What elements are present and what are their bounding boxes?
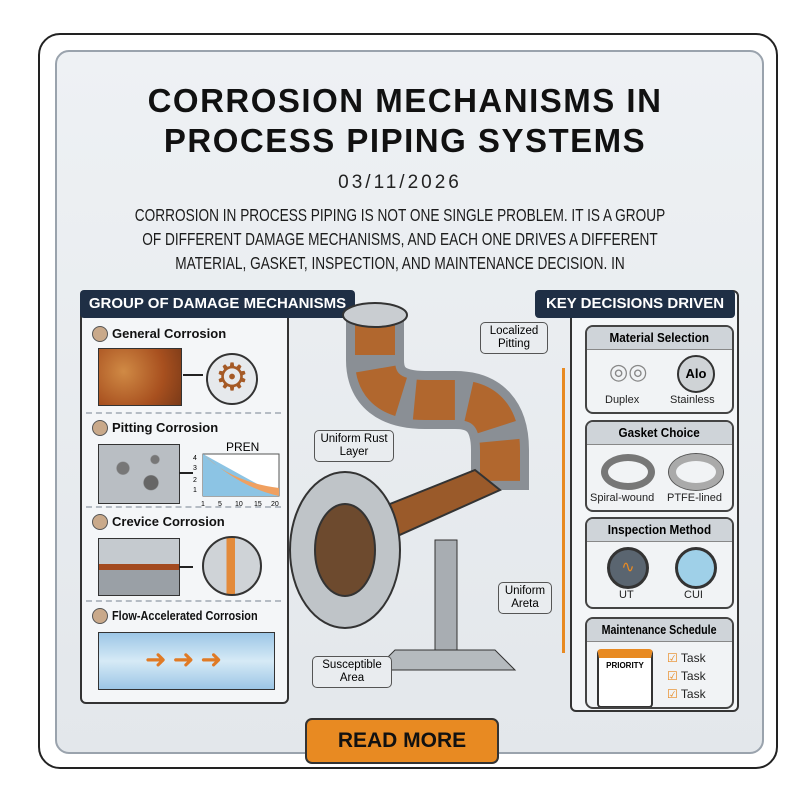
task-item[interactable]: ☑ Task [667, 685, 706, 703]
stainless-disc-icon: Alo [677, 355, 715, 393]
pitting-corrosion-label: Pitting Corrosion [112, 420, 219, 435]
intro-line-3: MATERIAL, GASKET, INSPECTION, AND MAINTE… [175, 253, 625, 273]
svg-text:1: 1 [193, 487, 197, 494]
pitting-corrosion-section: Pitting Corrosion PREN 4 3 2 1 1 5 10 15… [86, 414, 281, 508]
intro-line-2: OF DIFFERENT DAMAGE MECHANISMS, AND EACH… [142, 229, 658, 249]
cui-icon [675, 547, 717, 589]
flow-arrows-icon: ➜➜➜ [98, 632, 275, 690]
number-2-icon [92, 420, 108, 436]
number-4-icon [92, 608, 108, 624]
pren-chart: 4 3 2 1 1 5 10 15 20 [193, 453, 280, 508]
number-3-icon [92, 514, 108, 530]
crevice-corrosion-section: Crevice Corrosion [86, 508, 281, 602]
gear-icon: ⚙ [206, 353, 258, 405]
decisions-header: KEY DECISIONS DRIVEN [535, 290, 735, 318]
flange-gap-icon [202, 536, 262, 596]
maintenance-schedule-title: Maintenance Schedule [602, 622, 717, 637]
spiral-wound-gasket-icon [601, 454, 655, 490]
ptfe-lined-label: PTFE-lined [667, 492, 723, 504]
flow-accelerated-label: Flow-Accelerated Corrosion [112, 608, 258, 623]
number-1-icon [92, 326, 108, 342]
task-label: Task [680, 651, 706, 665]
arrow-icon [179, 566, 193, 568]
checkbox-icon[interactable]: ☑ [667, 687, 678, 701]
priority-label: PRIORITY [606, 661, 644, 670]
arrow-icon [179, 472, 193, 474]
spiral-wound-label: Spiral-wound [590, 492, 655, 504]
callout-uniform-rust: Uniform Rust Layer [314, 430, 394, 462]
task-list: ☑ Task ☑ Task ☑ Task [667, 649, 706, 703]
svg-text:20: 20 [271, 501, 279, 508]
task-item[interactable]: ☑ Task [667, 649, 706, 667]
general-corrosion-label: General Corrosion [112, 326, 227, 341]
calendar-icon: PRIORITY [597, 649, 653, 707]
svg-text:10: 10 [235, 501, 243, 508]
ut-label: UT [619, 589, 634, 601]
task-item[interactable]: ☑ Task [667, 667, 706, 685]
ut-waveform-icon: ∿ [607, 547, 649, 589]
pipe-illustration [289, 302, 529, 671]
svg-text:4: 4 [193, 455, 197, 462]
stainless-label: Stainless [670, 394, 715, 406]
inspection-method-box: Inspection Method ∿ UT CUI [585, 517, 734, 609]
maintenance-schedule-box: Maintenance Schedule PRIORITY ☑ Task ☑ T… [585, 617, 734, 709]
read-more-button[interactable]: READ MORE [305, 718, 499, 764]
connector-bracket [562, 368, 565, 653]
date: 03/11/2026 [338, 172, 462, 193]
svg-text:2: 2 [193, 477, 197, 484]
pitted-surface-image [98, 444, 180, 504]
pipe-fittings-icon: ◎◎ [609, 359, 648, 384]
task-label: Task [680, 669, 706, 683]
cui-label: CUI [684, 589, 703, 601]
arrow-icon [183, 374, 203, 376]
crevice-corrosion-label: Crevice Corrosion [112, 514, 225, 529]
ptfe-gasket-icon [668, 453, 724, 491]
callout-uniform-areta: Uniform Areta [498, 582, 552, 614]
damage-mechanisms-header: GROUP OF DAMAGE MECHANISMS [80, 290, 355, 318]
crevice-image [98, 538, 180, 596]
pren-label: PREN [226, 440, 260, 454]
rust-texture-image [98, 348, 182, 406]
callout-susceptible-area: Susceptible Area [312, 656, 392, 688]
gasket-choice-title: Gasket Choice [618, 425, 701, 440]
callout-localized-pitting: Localized Pitting [480, 322, 548, 354]
title-line-2: PROCESS PIPING SYSTEMS [163, 122, 647, 159]
intro-line-1: CORROSION IN PROCESS PIPING IS NOT ONE S… [134, 205, 666, 225]
gasket-choice-box: Gasket Choice Spiral-wound PTFE-lined [585, 420, 734, 512]
flow-accelerated-section: Flow-Accelerated Corrosion ➜➜➜ [86, 602, 281, 694]
svg-text:1: 1 [201, 501, 205, 508]
task-label: Task [680, 687, 706, 701]
svg-text:3: 3 [193, 465, 197, 472]
checkbox-icon[interactable]: ☑ [667, 669, 678, 683]
general-corrosion-section: General Corrosion ⚙ [86, 320, 281, 414]
material-selection-title: Material Selection [609, 330, 710, 345]
svg-text:5: 5 [218, 501, 222, 508]
inspection-method-title: Inspection Method [607, 522, 712, 537]
checkbox-icon[interactable]: ☑ [667, 651, 678, 665]
duplex-label: Duplex [605, 394, 640, 406]
material-selection-box: Material Selection ◎◎ Alo Duplex Stainle… [585, 325, 734, 414]
title-line-1: CORROSION MECHANISMS IN [147, 82, 663, 119]
svg-text:15: 15 [254, 501, 262, 508]
